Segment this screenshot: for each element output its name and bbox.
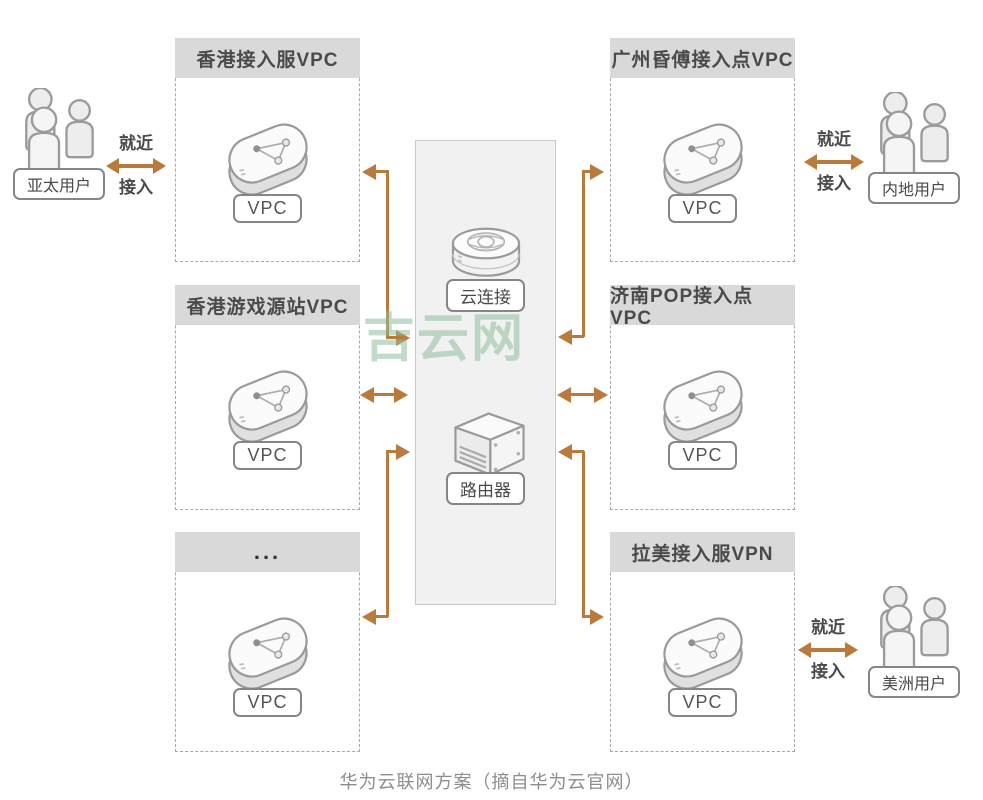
vpc-node: VPC bbox=[651, 359, 755, 470]
access-top-label: 就近 bbox=[119, 134, 153, 153]
access-apac: 就近 接入 bbox=[106, 132, 166, 200]
vpc-box-jinan: 济南POP接入点VPC VPC bbox=[610, 285, 795, 510]
vpc-box-title: 香港游戏源站VPC bbox=[175, 285, 360, 325]
vpc-box-hk-access: 香港接入服VPC VPC bbox=[175, 38, 360, 262]
connector-line bbox=[571, 450, 584, 453]
user-label: 美洲用户 bbox=[867, 666, 960, 698]
connector-line bbox=[386, 451, 389, 617]
user-label: 亚太用户 bbox=[12, 168, 105, 200]
user-group-icon bbox=[11, 88, 107, 174]
arrow-line bbox=[817, 160, 851, 164]
connector-arrowhead bbox=[594, 387, 608, 403]
access-mainland: 就近 接入 bbox=[804, 128, 864, 196]
access-bottom-label: 接入 bbox=[817, 174, 851, 193]
diagram-caption: 华为云联网方案（摘自华为云官网） bbox=[339, 772, 644, 792]
connector-line bbox=[375, 615, 388, 618]
connector-line bbox=[386, 336, 398, 339]
access-bottom-label: 接入 bbox=[119, 178, 153, 197]
cloud-connect-label: 云连接 bbox=[446, 279, 525, 312]
vpc-node: VPC bbox=[216, 112, 320, 223]
vpc-box-more: ... VPC bbox=[175, 532, 360, 752]
connector-arrowhead bbox=[362, 609, 376, 625]
connector-arrowhead bbox=[396, 330, 410, 346]
arrow-line bbox=[811, 648, 845, 652]
connector-arrowhead bbox=[396, 444, 410, 460]
cloud-connect-panel: 云连接 路由器 bbox=[415, 140, 556, 605]
arrowhead-right bbox=[153, 158, 166, 174]
arrow-line bbox=[119, 164, 153, 168]
user-group-apac: 亚太用户 bbox=[6, 88, 112, 200]
user-group-icon bbox=[866, 92, 962, 178]
connector-line bbox=[372, 393, 396, 396]
user-group-mainland: 内地用户 bbox=[858, 92, 970, 204]
access-top-label: 就近 bbox=[811, 618, 845, 637]
vpc-box-title: ... bbox=[175, 532, 360, 572]
vpc-node: VPC bbox=[651, 606, 755, 717]
vpc-slab-icon bbox=[651, 112, 755, 202]
connector-line bbox=[375, 170, 389, 173]
connector-arrowhead bbox=[590, 164, 604, 180]
cloud-connect-cylinder-icon bbox=[442, 207, 530, 287]
arrowhead-left bbox=[804, 154, 817, 170]
vpc-box-title: 香港接入服VPC bbox=[175, 38, 360, 78]
connector-arrowhead bbox=[557, 387, 571, 403]
connector-arrowhead bbox=[558, 329, 572, 345]
orange-double-arrow bbox=[106, 158, 166, 174]
vpc-node: VPC bbox=[216, 359, 320, 470]
vpc-slab-icon bbox=[651, 359, 755, 449]
orange-double-arrow bbox=[798, 642, 858, 658]
vpc-box-hk-game: 香港游戏源站VPC VPC bbox=[175, 285, 360, 510]
router-node: 路由器 bbox=[438, 396, 534, 505]
connector-line bbox=[569, 393, 596, 396]
orange-double-arrow bbox=[804, 154, 864, 170]
connector-line bbox=[571, 335, 584, 338]
connector-line bbox=[386, 171, 389, 339]
vpc-box-guangzhou: 广州昏傅接入点VPC VPC bbox=[610, 38, 795, 262]
vpc-slab-icon bbox=[216, 606, 320, 696]
connector-line bbox=[582, 170, 592, 173]
vpc-label: VPC bbox=[668, 194, 737, 223]
arrowhead-left bbox=[798, 642, 811, 658]
router-label: 路由器 bbox=[446, 472, 525, 505]
vpc-label: VPC bbox=[233, 194, 302, 223]
vpc-node: VPC bbox=[651, 112, 755, 223]
vpc-label: VPC bbox=[233, 441, 302, 470]
vpc-slab-icon bbox=[651, 606, 755, 696]
user-label: 内地用户 bbox=[867, 172, 960, 204]
access-bottom-label: 接入 bbox=[811, 662, 845, 681]
arrowhead-right bbox=[845, 642, 858, 658]
vpc-slab-icon bbox=[216, 112, 320, 202]
vpc-label: VPC bbox=[668, 688, 737, 717]
connector-line bbox=[386, 450, 398, 453]
vpc-label: VPC bbox=[668, 441, 737, 470]
cloud-connect-node: 云连接 bbox=[442, 207, 530, 312]
vpc-box-title: 济南POP接入点VPC bbox=[610, 285, 795, 329]
connector-arrowhead bbox=[360, 387, 374, 403]
arrowhead-right bbox=[851, 154, 864, 170]
user-group-icon bbox=[866, 586, 962, 672]
vpc-box-latam: 拉美接入服VPN VPC bbox=[610, 532, 795, 752]
connector-line bbox=[582, 171, 585, 337]
router-box-icon bbox=[438, 396, 534, 480]
access-americas: 就近 接入 bbox=[798, 616, 858, 684]
connector-arrowhead bbox=[362, 164, 376, 180]
vpc-box-title: 广州昏傅接入点VPC bbox=[610, 38, 795, 78]
connector-line bbox=[582, 615, 592, 618]
access-top-label: 就近 bbox=[817, 130, 851, 149]
arrowhead-left bbox=[106, 158, 119, 174]
connector-arrowhead bbox=[394, 387, 408, 403]
vpc-box-title: 拉美接入服VPN bbox=[610, 532, 795, 572]
connector-arrowhead bbox=[558, 444, 572, 460]
vpc-label: VPC bbox=[233, 688, 302, 717]
vpc-node: VPC bbox=[216, 606, 320, 717]
connector-arrowhead bbox=[590, 609, 604, 625]
user-group-americas: 美洲用户 bbox=[858, 586, 970, 698]
connector-line bbox=[582, 451, 585, 617]
vpc-slab-icon bbox=[216, 359, 320, 449]
